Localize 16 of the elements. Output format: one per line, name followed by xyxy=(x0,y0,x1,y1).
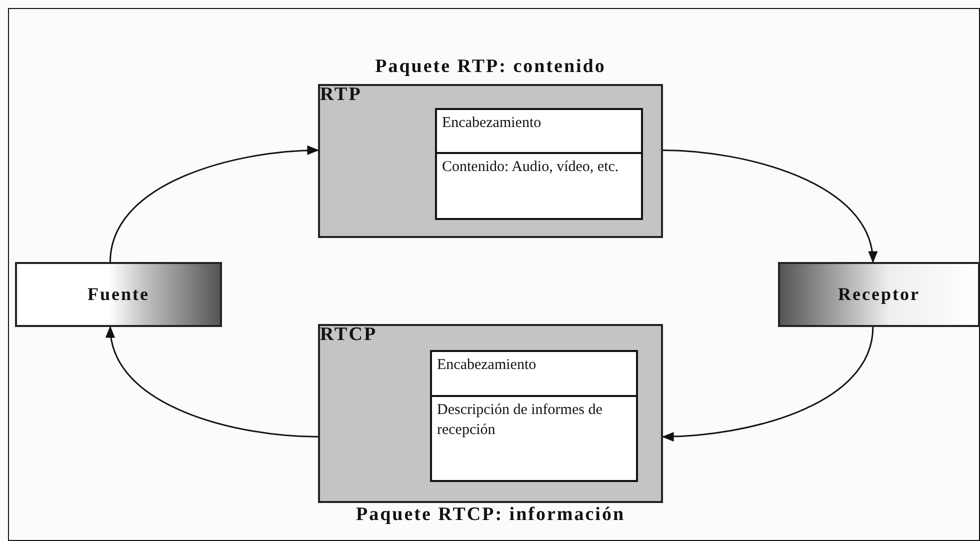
endpoint-box xyxy=(778,262,980,327)
arrow xyxy=(662,326,874,442)
arrow xyxy=(109,146,320,262)
arrow xyxy=(662,149,876,264)
endpoint-label: Receptor xyxy=(838,284,920,305)
protocol-label: RTP xyxy=(320,84,362,106)
protocol-label: RTCP xyxy=(320,324,378,346)
arrow xyxy=(106,326,318,438)
endpoint-box xyxy=(15,262,222,327)
text-box: Contenido: Audio, vídeo, etc. xyxy=(435,152,643,220)
text-box: Encabezamiento xyxy=(430,350,638,397)
text-box: Descripción de informes de recepción xyxy=(430,395,638,482)
packet-heading: Paquete RTP: contenido xyxy=(374,56,607,78)
endpoint-label: Fuente xyxy=(88,284,150,305)
packet-heading: Paquete RTCP: información xyxy=(354,504,626,526)
text-box: Encabezamiento xyxy=(435,108,643,154)
